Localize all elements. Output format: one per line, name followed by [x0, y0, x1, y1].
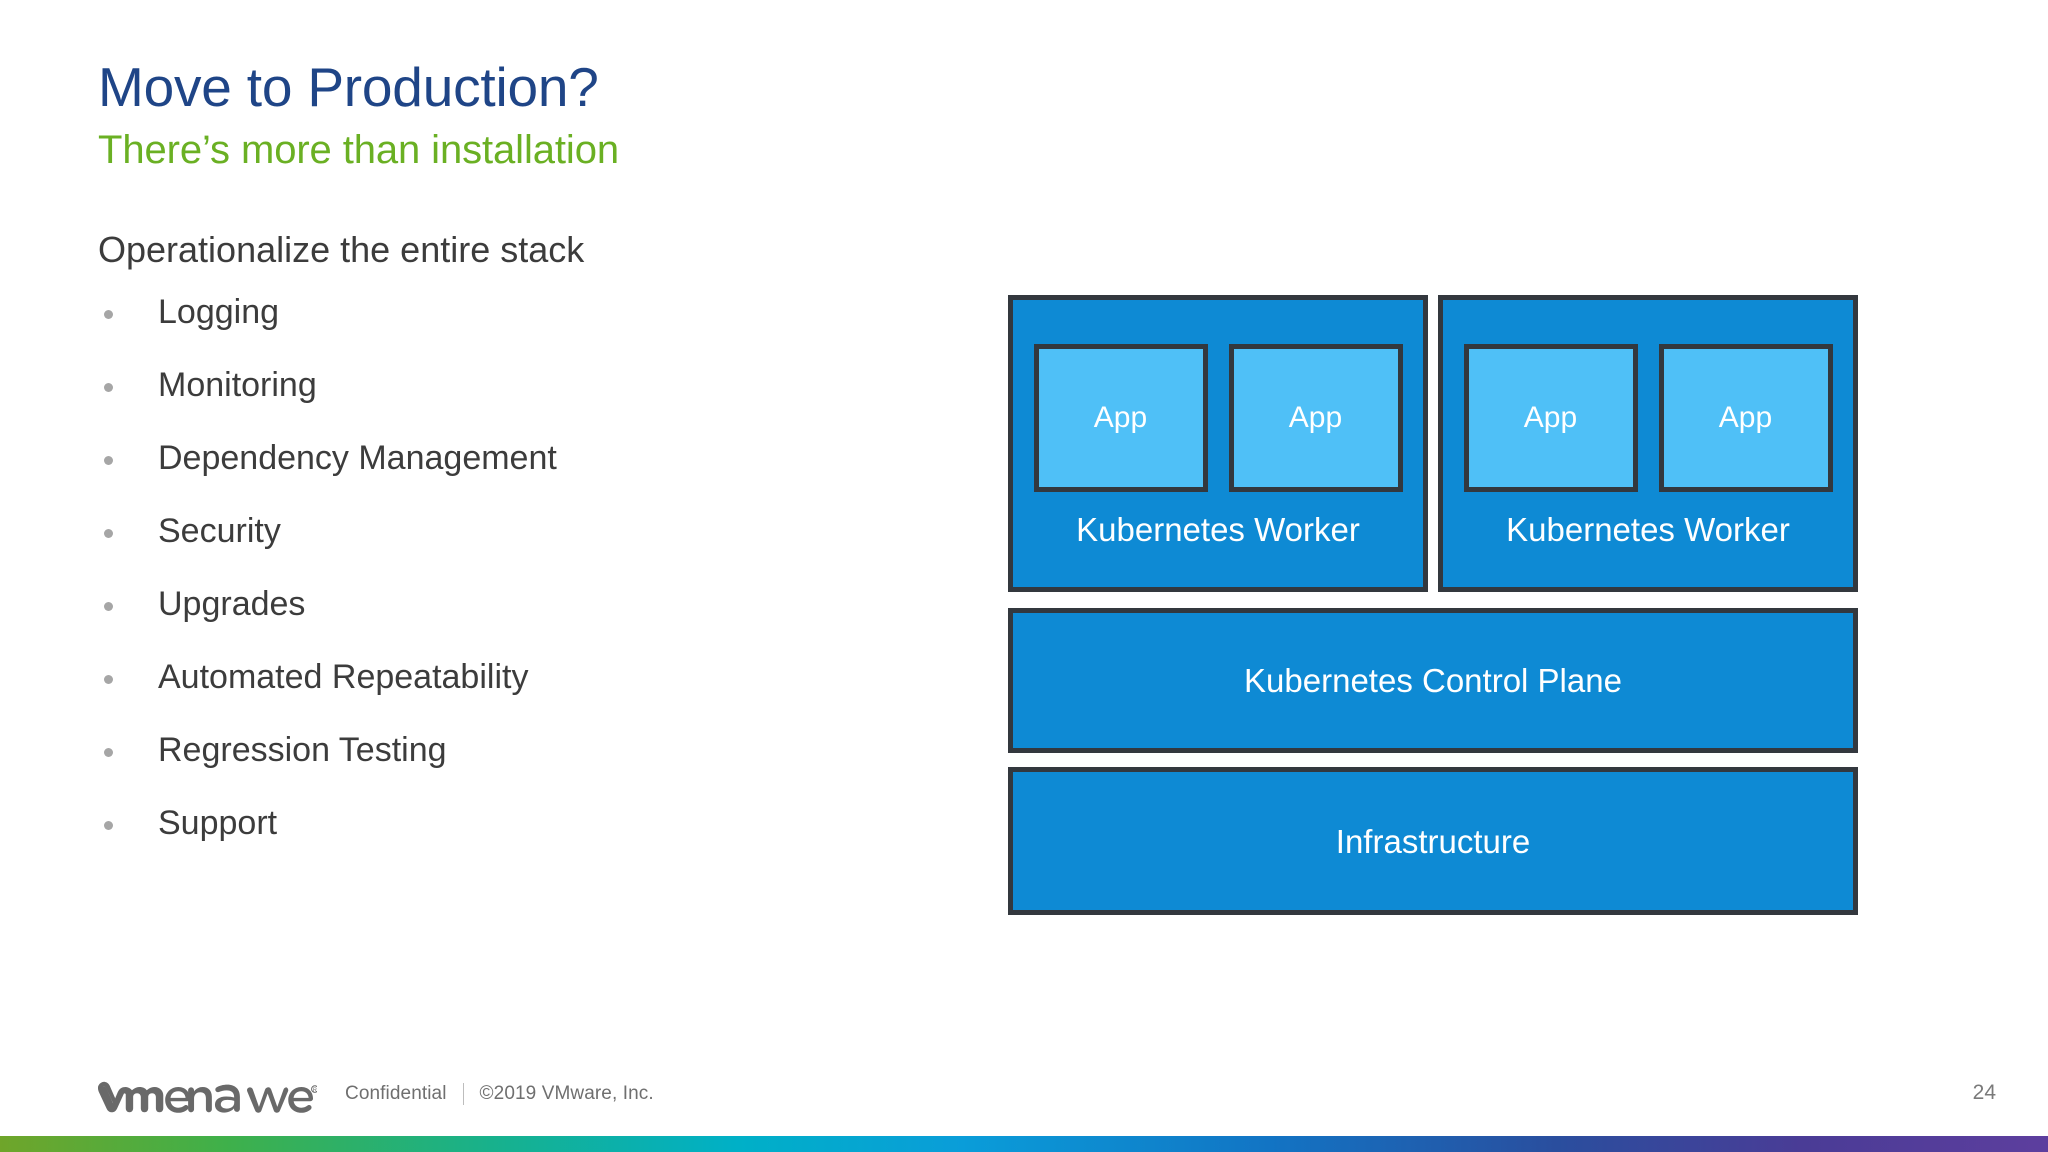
infrastructure-box: Infrastructure: [1008, 767, 1858, 915]
list-item: Dependency Management: [98, 441, 978, 475]
list-item: Monitoring: [98, 368, 978, 402]
app-box: App: [1463, 344, 1638, 492]
list-item-label: Dependency Management: [158, 439, 557, 478]
list-item-label: Monitoring: [158, 366, 317, 405]
bullet-dot-icon: [104, 529, 113, 539]
title-block: Move to Production? There’s more than in…: [98, 56, 998, 173]
bullet-dot-icon: [104, 675, 113, 685]
bullet-dot-icon: [104, 821, 113, 831]
list-item: Support: [98, 806, 978, 840]
kubernetes-worker-label: Kubernetes Worker: [1076, 511, 1360, 548]
list-item-label: Regression Testing: [158, 731, 447, 770]
bullet-dot-icon: [104, 310, 113, 320]
body-content: Operationalize the entire stack Logging …: [98, 228, 978, 879]
copyright-label: ©2019 VMware, Inc.: [479, 1083, 654, 1104]
kubernetes-stack-diagram: App App Kubernetes Worker App App Kubern…: [1008, 295, 1858, 915]
body-lead-text: Operationalize the entire stack: [98, 229, 585, 270]
vmware-logo: R: [98, 1081, 318, 1113]
app-row: App App: [1443, 344, 1853, 492]
list-item: Logging: [98, 295, 978, 329]
list-item: Regression Testing: [98, 733, 978, 767]
bullet-dot-icon: [104, 602, 113, 612]
app-box: App: [1228, 344, 1403, 492]
app-box: App: [1033, 344, 1208, 492]
page-number: 24: [1972, 1081, 1996, 1104]
confidential-label: Confidential: [345, 1083, 447, 1104]
app-box: App: [1658, 344, 1833, 492]
page-title: Move to Production?: [98, 56, 599, 118]
list-item-label: Automated Repeatability: [158, 658, 529, 697]
kubernetes-worker-box-2: App App Kubernetes Worker: [1438, 295, 1858, 592]
list-item: Security: [98, 514, 978, 548]
bullet-dot-icon: [104, 383, 113, 393]
bullet-list: Logging Monitoring Dependency Management…: [98, 295, 978, 840]
brand-gradient-bar: [0, 1136, 2048, 1152]
kubernetes-control-plane-box: Kubernetes Control Plane: [1008, 608, 1858, 753]
footer-text: Confidential ©2019 VMware, Inc.: [345, 1083, 654, 1105]
list-item-label: Logging: [158, 293, 280, 332]
kubernetes-worker-box-1: App App Kubernetes Worker: [1008, 295, 1428, 592]
bullet-dot-icon: [104, 456, 113, 466]
page-subtitle: There’s more than installation: [98, 128, 619, 173]
list-item-label: Security: [158, 512, 281, 551]
list-item-label: Upgrades: [158, 585, 306, 624]
kubernetes-worker-label: Kubernetes Worker: [1506, 511, 1790, 548]
app-row: App App: [1013, 344, 1423, 492]
list-item: Automated Repeatability: [98, 660, 978, 694]
bullet-dot-icon: [104, 748, 113, 758]
svg-text:R: R: [313, 1087, 317, 1093]
footer-divider: [462, 1083, 464, 1105]
slide-footer: R Confidential ©2019 VMware, Inc. 24: [0, 1032, 2048, 1152]
list-item-label: Support: [158, 804, 278, 843]
list-item: Upgrades: [98, 587, 978, 621]
